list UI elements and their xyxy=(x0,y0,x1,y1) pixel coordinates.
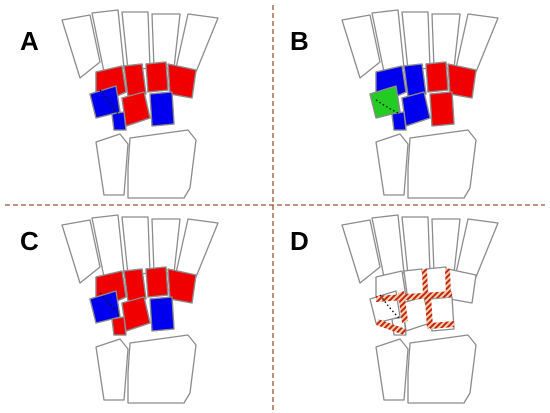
panel-b-label: B xyxy=(290,26,309,56)
panel-b-trapezoid xyxy=(403,63,427,97)
panel-d-hand xyxy=(341,214,499,404)
panel-a-triquetrum xyxy=(149,91,175,127)
panel-d-joint-triquetrum-ulnar xyxy=(430,321,454,329)
panel-c-hamate xyxy=(167,268,197,304)
panel-c-dotted-line xyxy=(99,292,121,318)
panel-b-dotted-line xyxy=(375,99,401,115)
panel-b-scaphoid xyxy=(369,85,401,119)
panel-a-trapezoid xyxy=(123,63,147,97)
panel-d-joint-trapezoid-capitate xyxy=(422,269,428,298)
panel-a: A xyxy=(20,9,219,199)
panel-d-joint-radiocarpal xyxy=(376,319,406,335)
panel-a-capitate xyxy=(145,61,169,93)
panel-a-hamate xyxy=(167,63,197,99)
panel-d-joint-lunate-triquetrum xyxy=(425,295,433,329)
panel-c-pisiform xyxy=(111,316,127,336)
panel-c-trapezoid xyxy=(123,268,147,302)
panel-d-joint-proximal-row xyxy=(376,291,452,302)
panel-d-label: D xyxy=(290,226,309,256)
panel-c-scaphoid xyxy=(89,290,121,324)
panel-c: C xyxy=(20,214,219,404)
panel-b: B xyxy=(290,9,499,199)
panel-b-hamate xyxy=(447,63,477,99)
panel-c-triquetrum xyxy=(149,296,175,332)
panel-a-label: A xyxy=(20,26,39,56)
panel-b-capitate xyxy=(425,61,449,93)
panel-a-lunate xyxy=(121,91,151,127)
panel-a-hand xyxy=(61,9,219,199)
panel-d-joint-capitate-hamate xyxy=(445,269,451,297)
panel-b-pisiform xyxy=(391,111,407,131)
panel-d-dotted-line xyxy=(379,294,401,320)
panel-c-lunate xyxy=(121,296,151,332)
panel-b-lunate xyxy=(401,91,431,127)
panel-c-hand xyxy=(61,214,219,404)
panel-d: D xyxy=(290,214,499,404)
panel-b-triquetrum xyxy=(429,91,455,127)
panel-a-pisiform xyxy=(111,111,127,131)
panel-c-capitate xyxy=(145,266,169,298)
panel-a-scaphoid xyxy=(89,85,121,119)
panel-c-label: C xyxy=(20,226,39,256)
panel-b-hand xyxy=(341,9,499,199)
